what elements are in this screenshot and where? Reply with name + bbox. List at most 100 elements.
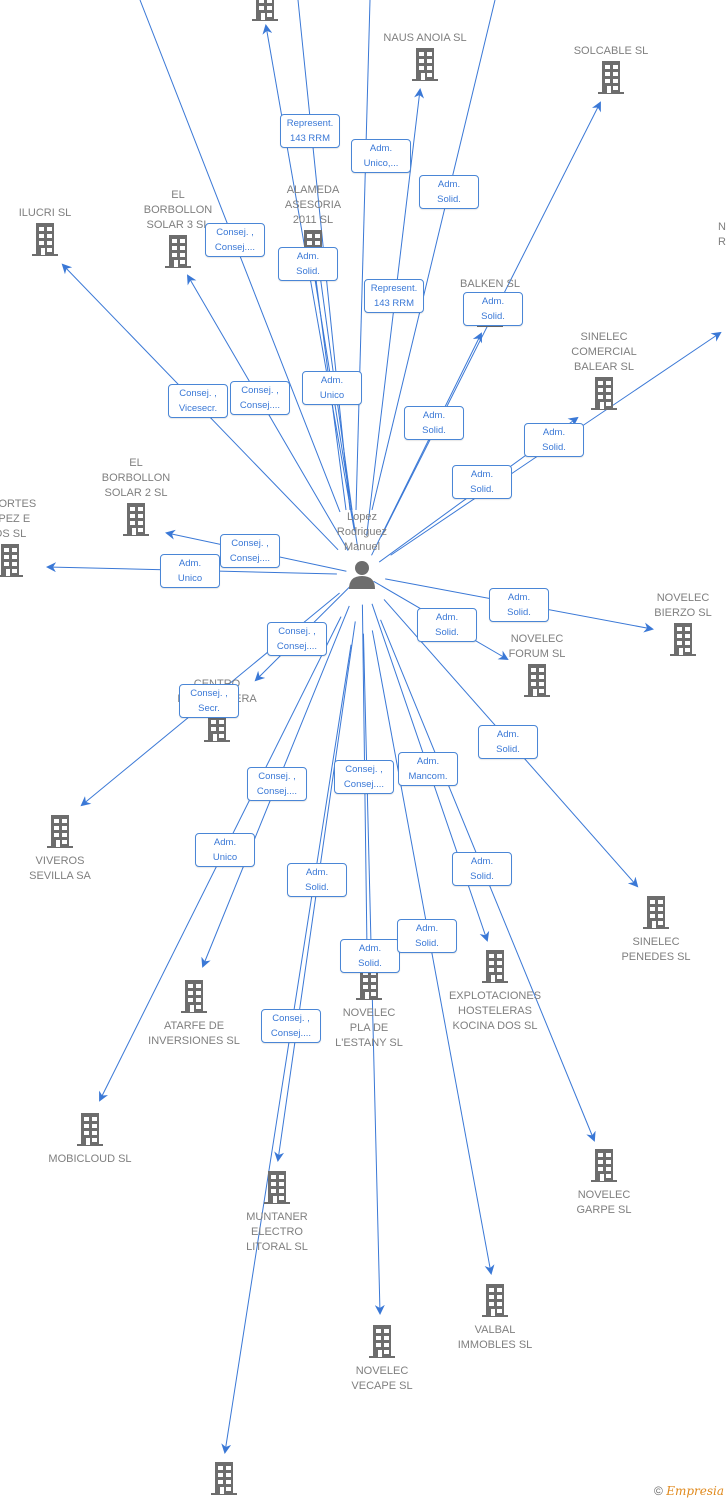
company-node-offscreen-right[interactable]: N R [718, 220, 728, 250]
edge-line [371, 332, 482, 556]
edge-role-label[interactable]: Adm. Solid. [452, 465, 512, 499]
company-name: NOVELEC PLA DE L'ESTANY SL [335, 1007, 403, 1049]
building-icon [482, 1284, 508, 1317]
edge-role-label[interactable]: Adm. Solid. [278, 247, 338, 281]
company-node-novelec-garpe[interactable]: NOVELEC GARPE SL [544, 1147, 664, 1218]
edge-role-label[interactable]: Adm. Solid. [340, 939, 400, 973]
building-icon [32, 223, 58, 256]
building-icon [670, 623, 696, 656]
edge-role-label[interactable]: Adm. Solid. [397, 919, 457, 953]
person-icon [349, 561, 375, 589]
company-node-valbal[interactable]: VALBAL IMMOBLES SL [435, 1282, 555, 1353]
edge-role-label[interactable]: Adm. Unico [302, 371, 362, 405]
edge-role-label[interactable]: Represent. 143 RRM [280, 114, 340, 148]
company-node-explotaciones[interactable]: EXPLOTACIONES HOSTELERAS KOCINA DOS SL [435, 948, 555, 1034]
company-node-transportes[interactable]: SPORTES OPEZ E OS SL [0, 497, 70, 583]
edge-role-label[interactable]: Consej. , Consej.... [230, 381, 290, 415]
company-name: BALKEN SL [460, 278, 520, 290]
edge-line [221, 644, 352, 1454]
building-icon [211, 1462, 237, 1495]
edge-role-label[interactable]: Adm. Mancom. [398, 752, 458, 786]
edge-role-label[interactable]: Consej. , Consej.... [220, 534, 280, 568]
company-name: NOVELEC BIERZO SL [654, 592, 712, 619]
edge-role-label[interactable]: Adm. Solid. [524, 423, 584, 457]
building-icon [482, 950, 508, 983]
building-icon [591, 1149, 617, 1182]
building-icon [369, 1325, 395, 1358]
building-icon [77, 1113, 103, 1146]
edge-role-label[interactable]: Adm. Solid. [287, 863, 347, 897]
edge-role-label[interactable]: Consej. , Consej.... [267, 622, 327, 656]
building-icon [591, 377, 617, 410]
building-icon [598, 61, 624, 94]
edge-role-label[interactable]: Adm. Solid. [463, 292, 523, 326]
edge-role-label[interactable]: Adm. Solid. [419, 175, 479, 209]
building-icon [123, 503, 149, 536]
edge-role-label[interactable]: Consej. , Secr. [179, 684, 239, 718]
edge-role-label[interactable]: Adm. Unico,... [351, 139, 411, 173]
edge-role-label[interactable]: Consej. , Consej.... [334, 760, 394, 794]
company-node-borbollon-2[interactable]: EL BORBOLLON SOLAR 2 SL [76, 456, 196, 542]
company-node-borbollon-3[interactable]: EL BORBOLLON SOLAR 3 SL [118, 188, 238, 274]
company-node-novelec-vecape[interactable]: NOVELEC VECAPE SL [322, 1323, 442, 1394]
company-name: MOBICLOUD SL [48, 1153, 132, 1165]
edge-role-label[interactable]: Adm. Unico [195, 833, 255, 867]
company-name: EL BORBOLLON SOLAR 2 SL [101, 457, 171, 499]
company-name: N R [718, 221, 726, 248]
company-node-sinelec-balear[interactable]: SINELEC COMERCIAL BALEAR SL [544, 330, 664, 416]
edge-role-label[interactable]: Adm. Solid. [404, 406, 464, 440]
company-name: EL BORBOLLON SOLAR 3 SL [143, 189, 213, 231]
center-person-node[interactable]: Lopez Rodriguez Manuel [322, 510, 402, 594]
company-name: EXPLOTACIONES HOSTELERAS KOCINA DOS SL [448, 990, 542, 1032]
company-node-atarfe[interactable]: ATARFE DE INVERSIONES SL [134, 978, 254, 1049]
company-name: ILUCRI SL [18, 207, 72, 219]
company-name: MUNTANER ELECTRO LITORAL SL [246, 1211, 308, 1253]
company-node-sinelec-penedes[interactable]: SINELEC PENEDES SL [596, 894, 716, 965]
building-icon [252, 0, 278, 21]
copyright-symbol: © [654, 1484, 663, 1498]
building-icon [181, 980, 207, 1013]
person-name: Lopez Rodriguez Manuel [336, 511, 388, 553]
building-icon [524, 664, 550, 697]
company-node-top-unnamed[interactable] [205, 0, 325, 27]
footer-credit: © Empresia [654, 1484, 724, 1498]
edge-role-label[interactable]: Adm. Solid. [489, 588, 549, 622]
company-node-bottom-unnamed[interactable] [164, 1460, 284, 1501]
edge-role-label[interactable]: Consej. , Consej.... [261, 1009, 321, 1043]
company-node-novelec-bierzo[interactable]: NOVELEC BIERZO SL [623, 591, 728, 662]
edge-role-label[interactable]: Adm. Solid. [478, 725, 538, 759]
company-node-ilucri[interactable]: ILUCRI SL [0, 206, 105, 262]
company-name: ATARFE DE INVERSIONES SL [148, 1020, 240, 1047]
company-name: VIVEROS SEVILLA SA [29, 855, 91, 882]
company-node-naus-anoia[interactable]: NAUS ANOIA SL [365, 31, 485, 87]
company-name: SPORTES OPEZ E OS SL [0, 498, 37, 540]
company-name: SINELEC COMERCIAL BALEAR SL [571, 331, 637, 373]
company-node-mobicloud[interactable]: MOBICLOUD SL [30, 1111, 150, 1167]
company-name: VALBAL IMMOBLES SL [457, 1324, 533, 1351]
company-name: NOVELEC FORUM SL [508, 633, 566, 660]
company-node-novelec-forum[interactable]: NOVELEC FORUM SL [477, 632, 597, 703]
edge-role-label[interactable]: Adm. Solid. [452, 852, 512, 886]
building-icon [47, 815, 73, 848]
building-icon [264, 1171, 290, 1204]
company-name: NOVELEC GARPE SL [576, 1189, 632, 1216]
brand-logo[interactable]: Empresia [666, 1484, 724, 1498]
edge-role-label[interactable]: Represent. 143 RRM [364, 279, 424, 313]
company-name: SOLCABLE SL [573, 45, 649, 57]
edge-role-label[interactable]: Adm. Solid. [417, 608, 477, 642]
building-icon [643, 896, 669, 929]
building-icon [356, 967, 382, 1000]
company-name: SINELEC PENEDES SL [621, 936, 691, 963]
company-node-muntaner[interactable]: MUNTANER ELECTRO LITORAL SL [217, 1169, 337, 1255]
edge-role-label[interactable]: Adm. Unico [160, 554, 220, 588]
company-name: NOVELEC VECAPE SL [351, 1365, 413, 1392]
edge-role-label[interactable]: Consej. , Vicesecr. [168, 384, 228, 418]
building-icon [0, 544, 23, 577]
edge-role-label[interactable]: Consej. , Consej.... [247, 767, 307, 801]
building-icon [412, 48, 438, 81]
company-node-novelec-pla[interactable]: NOVELEC PLA DE L'ESTANY SL [309, 965, 429, 1051]
company-node-solcable[interactable]: SOLCABLE SL [551, 44, 671, 100]
company-name: NAUS ANOIA SL [383, 32, 467, 44]
edge-role-label[interactable]: Consej. , Consej.... [205, 223, 265, 257]
company-node-viveros[interactable]: VIVEROS SEVILLA SA [0, 813, 120, 884]
